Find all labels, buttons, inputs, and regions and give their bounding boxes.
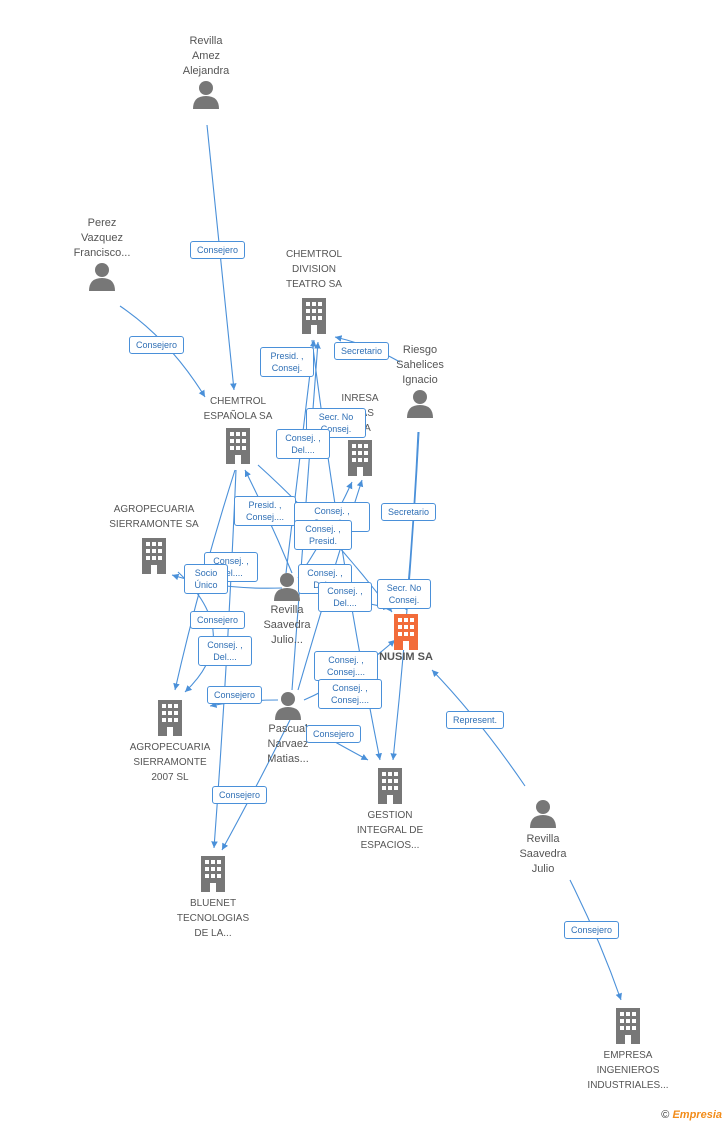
brand-logo[interactable]: Empresia	[672, 1109, 722, 1121]
edge-label[interactable]: Consejero	[190, 241, 246, 259]
person-icon	[193, 81, 219, 109]
company-gestion[interactable]: GESTION INTEGRAL DE ESPACIOS...	[348, 768, 432, 853]
edge-label[interactable]: Consejero	[564, 921, 620, 939]
building-icon	[201, 856, 225, 892]
company-name: CHEMTROL DIVISION TEATRO SA	[285, 249, 343, 290]
company-name: CHEMTROL ESPAÑOLA SA	[203, 396, 273, 422]
person-revilla-saavedra-2[interactable]: Revilla Saavedra Julio	[508, 798, 578, 877]
edge-label[interactable]: Consejero	[306, 725, 362, 743]
building-icon	[616, 1008, 640, 1044]
edge-label[interactable]: Secretario	[381, 503, 437, 521]
edge-label[interactable]: Secretario	[334, 342, 390, 360]
company-agro-sl[interactable]: AGROPECUARIA SIERRAMONTE 2007 SL	[122, 700, 218, 785]
company-chemtrol-division[interactable]: CHEMTROL DIVISION TEATRO SA	[276, 247, 352, 334]
building-icon	[394, 614, 418, 650]
company-nusim[interactable]: NUSIM SA	[370, 614, 442, 665]
person-icon	[530, 800, 556, 828]
copyright-symbol: ©	[661, 1109, 670, 1121]
edge-label[interactable]: Consejero	[207, 686, 263, 704]
edge-label[interactable]: Consejero	[190, 611, 246, 629]
edge-label[interactable]: Secr. No Consej.	[377, 579, 431, 609]
edge-label[interactable]: Consejero	[129, 336, 185, 354]
company-chemtrol-espanola[interactable]: CHEMTROL ESPAÑOLA SA	[196, 394, 280, 464]
edge-label[interactable]: Consej. , Presid.	[294, 520, 352, 550]
person-icon	[89, 263, 115, 291]
company-agro-sa[interactable]: AGROPECUARIA SIERRAMONTE SA	[104, 502, 204, 574]
footer-credit: © Empresia	[661, 1109, 722, 1121]
company-name: GESTION INTEGRAL DE ESPACIOS...	[356, 810, 424, 851]
company-name: NUSIM SA	[379, 651, 433, 663]
person-name: Perez Vazquez Francisco...	[73, 217, 131, 259]
person-name: Riesgo Sahelices Ignacio	[396, 344, 444, 386]
edge-label[interactable]: Consej. , Consej....	[318, 679, 382, 709]
edge-label[interactable]: Consej. , Del....	[198, 636, 252, 666]
edge-label[interactable]: Represent.	[446, 711, 505, 729]
company-name: BLUENET TECNOLOGIAS DE LA...	[176, 898, 250, 939]
edge-label[interactable]: Presid. , Consej.	[260, 347, 314, 377]
building-icon	[226, 428, 250, 464]
company-empresa[interactable]: EMPRESA INGENIEROS INDUSTRIALES...	[582, 1008, 674, 1093]
edge-label[interactable]: Socio Único	[184, 564, 228, 594]
edge-rs2-empresa	[569, 879, 622, 1001]
person-riesgo[interactable]: Riesgo Sahelices Ignacio	[382, 343, 458, 418]
company-name: AGROPECUARIA SIERRAMONTE 2007 SL	[129, 742, 211, 783]
edge-label[interactable]: Consej. , Consej....	[314, 651, 378, 681]
company-bluenet[interactable]: BLUENET TECNOLOGIAS DE LA...	[170, 856, 256, 941]
person-icon	[275, 692, 301, 720]
person-icon	[274, 573, 300, 601]
person-revilla-amez[interactable]: Revilla Amez Alejandra	[166, 34, 246, 109]
building-icon	[142, 538, 166, 574]
edge-label[interactable]: Presid. , Consej....	[234, 496, 296, 526]
person-perez-vazquez[interactable]: Perez Vazquez Francisco...	[60, 216, 144, 291]
edge-label[interactable]: Consej. , Del....	[276, 429, 330, 459]
person-name: Revilla Amez Alejandra	[182, 35, 230, 77]
building-icon	[378, 768, 402, 804]
building-icon	[158, 700, 182, 736]
person-name: Pascual Narvaez Matias...	[267, 723, 309, 765]
edge-label[interactable]: Consej. , Del....	[318, 582, 372, 612]
edge-label[interactable]: Consejero	[212, 786, 268, 804]
company-name: AGROPECUARIA SIERRAMONTE SA	[109, 504, 199, 530]
edge-label[interactable]: Secr. No Consej.	[306, 408, 366, 438]
building-icon	[302, 298, 326, 334]
person-pascual[interactable]: Pascual Narvaez Matias...	[258, 690, 318, 767]
person-revilla-saavedra-1[interactable]: Revilla Saavedra Julio...	[256, 571, 318, 648]
building-icon	[348, 440, 372, 476]
person-name: Revilla Saavedra Julio	[519, 833, 567, 875]
person-name: Revilla Saavedra Julio...	[263, 604, 311, 646]
company-name: EMPRESA INGENIEROS INDUSTRIALES...	[587, 1050, 669, 1091]
person-icon	[407, 390, 433, 418]
